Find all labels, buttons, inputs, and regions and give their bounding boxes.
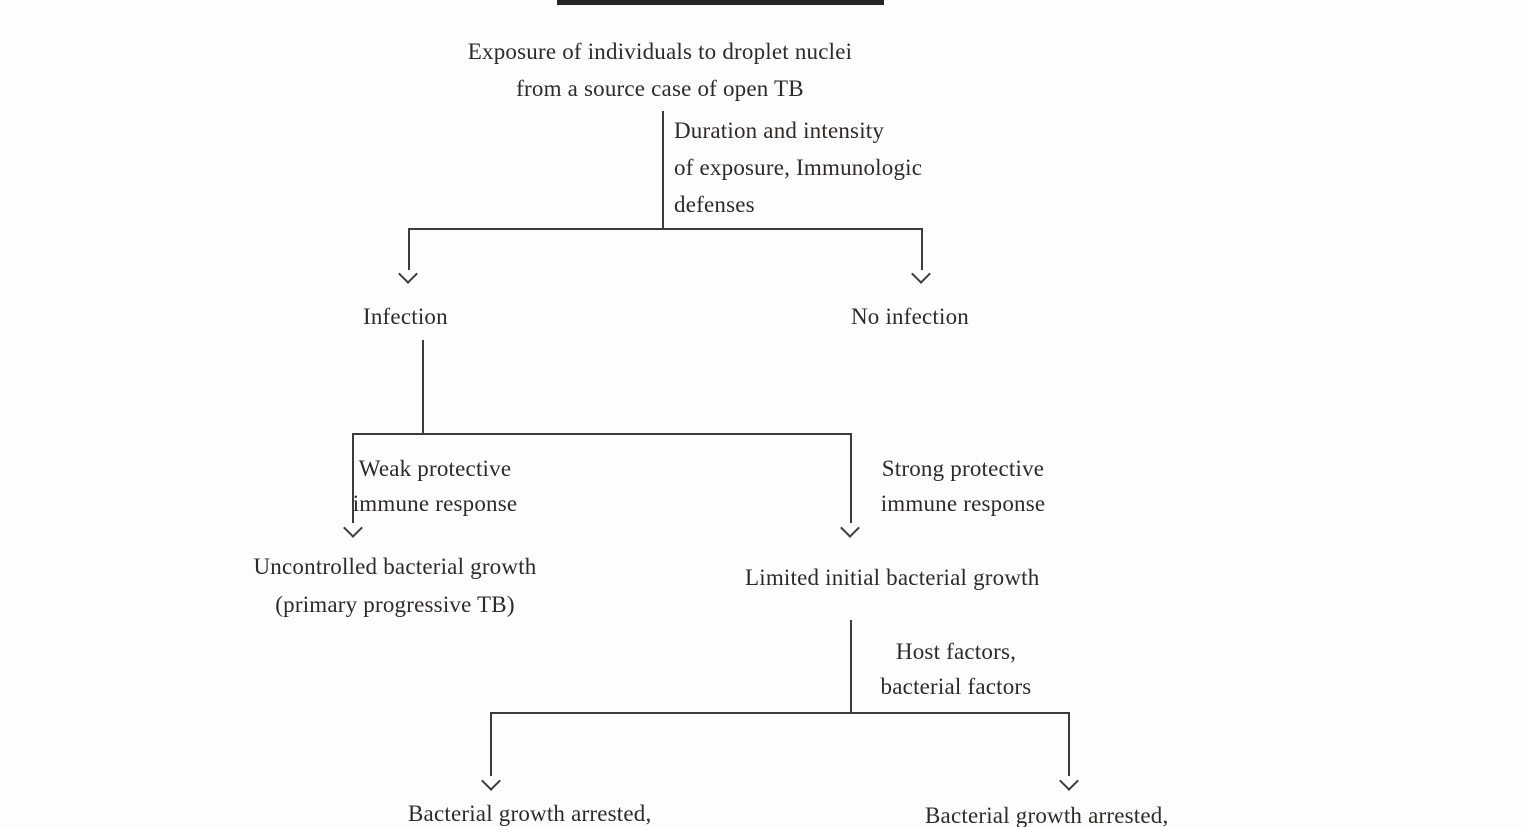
arrowhead-limited-growth xyxy=(840,518,860,538)
node-exposure: Exposure of individuals to droplet nucle… xyxy=(467,39,853,101)
connector-branch3-left-drop xyxy=(490,712,492,776)
cropped-image-top-bar xyxy=(557,0,884,5)
connector-branch3-right-drop xyxy=(1068,712,1070,776)
edge-label-duration: Duration and intensity of exposure, Immu… xyxy=(674,118,923,217)
connector-branch3-horizontal xyxy=(490,712,1070,714)
arrowhead-uncontrolled-growth xyxy=(343,518,363,538)
connector-branch1-right-drop xyxy=(921,228,923,270)
arrowhead-arrested-right xyxy=(1059,771,1079,791)
node-arrested-left: Bacterial growth arrested, xyxy=(408,801,652,826)
node-limited-growth: Limited initial bacterial growth xyxy=(745,565,1040,590)
connector-branch1-left-drop xyxy=(408,228,410,270)
arrowhead-no-infection xyxy=(911,264,931,284)
arrowhead-infection xyxy=(398,264,418,284)
node-no-infection: No infection xyxy=(851,304,970,329)
edge-label-weak-response: Weak protective immune response xyxy=(352,456,518,516)
node-uncontrolled-growth: Uncontrolled bacterial growth (primary p… xyxy=(253,554,537,617)
connector-branch2-left-drop xyxy=(352,433,354,523)
arrowhead-arrested-left xyxy=(481,771,501,791)
edge-label-strong-response: Strong protective immune response xyxy=(880,456,1046,516)
connector-root-stem xyxy=(662,111,664,228)
node-infection: Infection xyxy=(363,304,448,329)
node-arrested-right: Bacterial growth arrested, xyxy=(925,803,1169,827)
connector-branch2-right-drop xyxy=(850,433,852,523)
edge-label-host-factors: Host factors, bacterial factors xyxy=(880,639,1032,699)
connector-branch1-horizontal xyxy=(408,228,923,230)
connector-branch2-horizontal xyxy=(352,433,852,435)
connector-infection-stem xyxy=(422,340,424,433)
connector-limited-stem xyxy=(850,620,852,712)
